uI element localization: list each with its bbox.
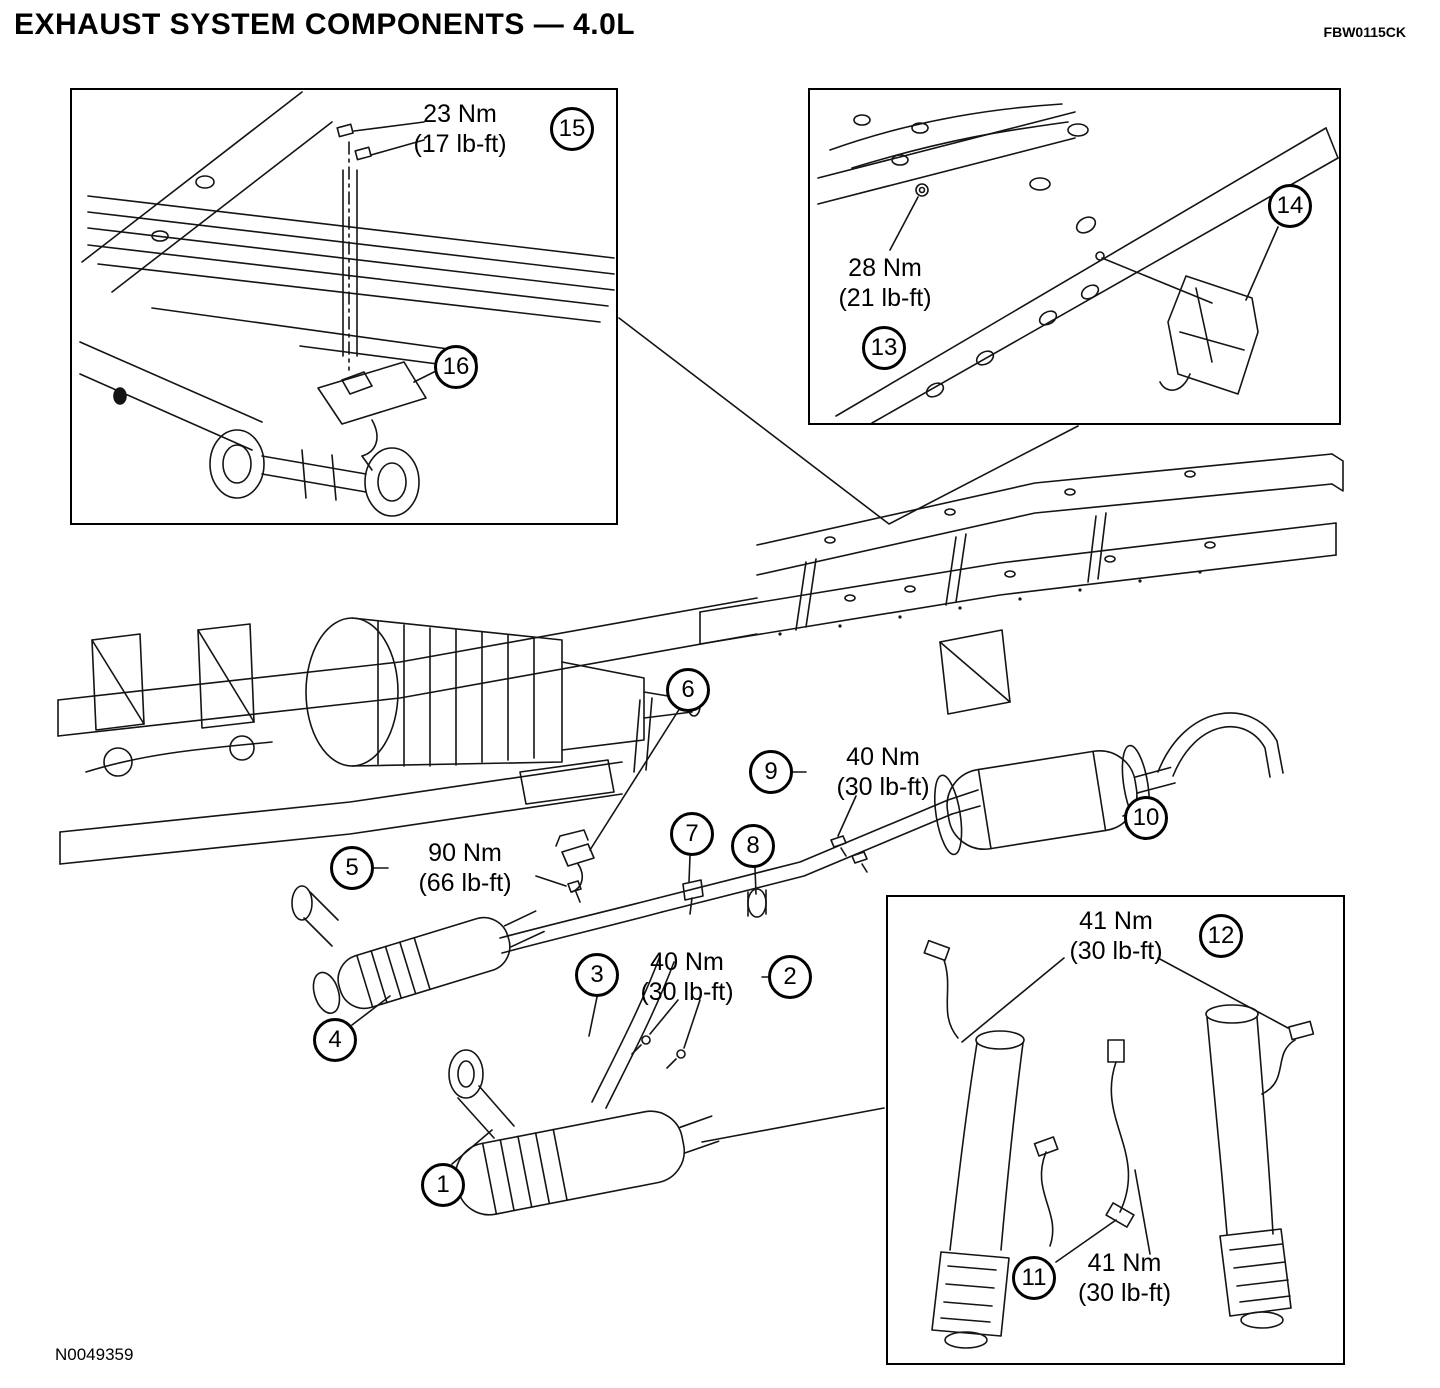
torque-lbft: (66 lb-ft) [418, 869, 512, 897]
callout-7: 7 [670, 812, 714, 856]
torque-lbft: (30 lb-ft) [836, 773, 930, 801]
torque-label-11: 41 Nm (30 lb-ft) [1042, 1248, 1207, 1308]
page-title: EXHAUST SYSTEM COMPONENTS — 4.0L [14, 8, 636, 41]
callout-4: 4 [313, 1018, 357, 1062]
leader-lines [351, 707, 1137, 1165]
callout-6: 6 [666, 668, 710, 712]
callout-2: 2 [768, 955, 812, 999]
figure-code: FBW0115CK [1323, 24, 1406, 40]
torque-nm: 41 Nm [1087, 1249, 1162, 1277]
transmission-art [305, 617, 701, 767]
torque-lbft: (17 lb-ft) [413, 130, 507, 158]
frame-line-art [57, 453, 1344, 865]
torque-label-13: 28 Nm (21 lb-ft) [800, 253, 970, 313]
inset-catalyst-art [923, 939, 1315, 1349]
callout-5: 5 [330, 846, 374, 890]
catalytic-converter-lower [454, 1110, 720, 1216]
inset-connector-lines [618, 317, 1079, 1143]
torque-lbft: (30 lb-ft) [640, 978, 734, 1006]
torque-label-2: 40 Nm (30 lb-ft) [612, 947, 762, 1007]
callout-16: 16 [434, 345, 478, 389]
torque-nm: 28 Nm [848, 254, 922, 282]
callout-3: 3 [575, 953, 619, 997]
callout-13: 13 [862, 326, 906, 370]
callout-1: 1 [421, 1163, 465, 1207]
torque-label-9: 40 Nm (30 lb-ft) [808, 742, 958, 802]
inset-hanger-art [79, 91, 615, 517]
callout-9: 9 [749, 750, 793, 794]
callout-8: 8 [731, 824, 775, 868]
torque-lbft: (30 lb-ft) [1069, 937, 1163, 965]
callout-15: 15 [550, 107, 594, 151]
callout-14: 14 [1268, 184, 1312, 228]
catalytic-converter-upper [312, 910, 545, 1015]
torque-lbft: (21 lb-ft) [838, 284, 932, 312]
doc-number: N0049359 [55, 1345, 134, 1364]
callout-12: 12 [1199, 914, 1243, 958]
torque-nm: 90 Nm [428, 839, 502, 867]
exhaust-line-art [291, 744, 1176, 1216]
torque-nm: 40 Nm [650, 948, 724, 976]
torque-label-12: 41 Nm (30 lb-ft) [1036, 906, 1196, 966]
torque-label-5: 90 Nm (66 lb-ft) [390, 838, 540, 898]
torque-lbft: (30 lb-ft) [1077, 1279, 1172, 1307]
callout-10: 10 [1124, 796, 1168, 840]
inset-bracket-art [817, 103, 1339, 424]
torque-nm: 40 Nm [846, 743, 920, 771]
callout-11: 11 [1012, 1256, 1056, 1300]
torque-nm: 41 Nm [1079, 907, 1153, 935]
torque-label-15: 23 Nm (17 lb-ft) [380, 99, 540, 159]
torque-nm: 23 Nm [423, 100, 497, 128]
